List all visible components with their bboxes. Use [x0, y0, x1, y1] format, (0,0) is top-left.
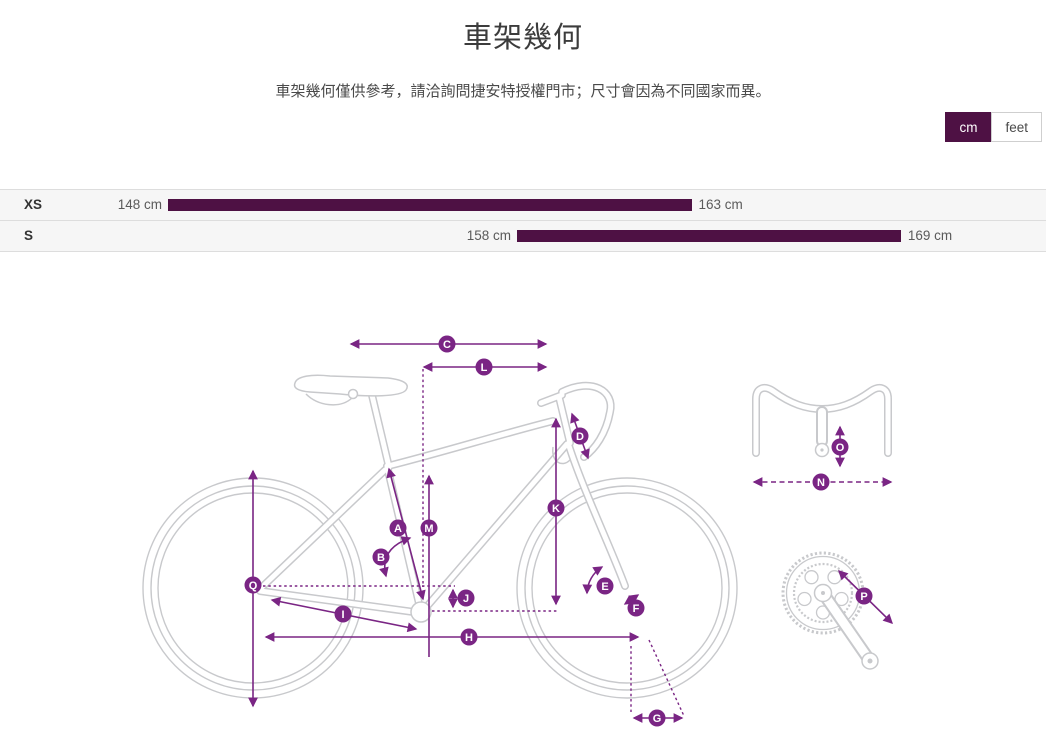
bottom-bracket — [410, 601, 432, 623]
label-K: K — [547, 499, 565, 517]
label-B: B — [372, 548, 390, 566]
range-max-value: 163 cm — [698, 197, 743, 212]
label-H: H — [460, 628, 478, 646]
bike-illustration — [142, 374, 738, 699]
handlebar-diagram — [752, 384, 892, 458]
svg-text:M: M — [424, 523, 433, 535]
measure-F — [623, 594, 640, 605]
range-max-value: 169 cm — [907, 228, 953, 243]
label-C: C — [438, 335, 456, 353]
saddle — [293, 374, 408, 397]
measure-A — [386, 467, 426, 601]
size-row: XS 148 cm 163 cm — [0, 190, 1046, 221]
svg-text:C: C — [443, 339, 451, 351]
label-P: P — [855, 587, 873, 605]
unit-toggle-feet[interactable]: feet — [991, 112, 1042, 142]
svg-text:P: P — [860, 591, 867, 603]
geometry-diagram: C L D K A M B Q E J F I H G O N P — [142, 335, 893, 727]
label-D: D — [571, 427, 589, 445]
label-Q: Q — [244, 576, 262, 594]
size-label: S — [24, 228, 34, 243]
svg-text:O: O — [836, 442, 845, 454]
label-M: M — [420, 519, 438, 537]
frame-tubes — [256, 381, 629, 617]
page-title: 車架幾何 — [462, 22, 583, 54]
svg-text:I: I — [341, 609, 344, 621]
svg-text:K: K — [552, 503, 560, 515]
label-O: O — [831, 438, 849, 456]
label-N: N — [812, 473, 830, 491]
saddle-rails — [305, 393, 353, 406]
size-row: S 158 cm 169 cm — [0, 221, 1046, 252]
height-range-bar — [168, 199, 692, 211]
size-chart: XS 148 cm 163 cm S 158 cm 169 cm — [0, 189, 1046, 252]
label-F: F — [627, 599, 645, 617]
svg-text:D: D — [576, 431, 584, 443]
label-J: J — [457, 589, 475, 607]
svg-text:B: B — [377, 552, 385, 564]
svg-text:Q: Q — [249, 580, 258, 592]
page-subtitle: 車架幾何僅供參考，請洽詢問捷安特授權門市；尺寸會因為不同國家而異。 — [275, 83, 771, 100]
saddle-clamp — [347, 388, 359, 400]
guide-lines — [263, 369, 685, 717]
label-A: A — [389, 519, 407, 537]
measure-E — [582, 566, 604, 595]
size-label: XS — [24, 197, 43, 212]
svg-text:F: F — [633, 603, 640, 615]
range-min-value: 158 cm — [466, 228, 511, 243]
label-E: E — [596, 577, 614, 595]
svg-text:H: H — [465, 632, 473, 644]
unit-toggle: cm feet — [945, 112, 1042, 142]
svg-text:N: N — [817, 477, 825, 489]
svg-text:G: G — [653, 713, 662, 725]
crankset-diagram — [781, 551, 879, 670]
label-G: G — [648, 709, 666, 727]
svg-text:J: J — [463, 593, 469, 605]
front-wheel — [516, 477, 738, 699]
crank-arm — [816, 586, 877, 668]
svg-text:L: L — [481, 362, 488, 374]
unit-toggle-cm[interactable]: cm — [945, 112, 992, 142]
height-range-bar — [517, 230, 901, 242]
measure-labels: C L D K A M B Q E J F I H G O N P — [244, 335, 873, 727]
svg-text:E: E — [601, 581, 608, 593]
label-I: I — [334, 605, 352, 623]
label-L: L — [475, 358, 493, 376]
svg-text:A: A — [394, 523, 402, 535]
range-min-value: 148 cm — [117, 197, 162, 212]
